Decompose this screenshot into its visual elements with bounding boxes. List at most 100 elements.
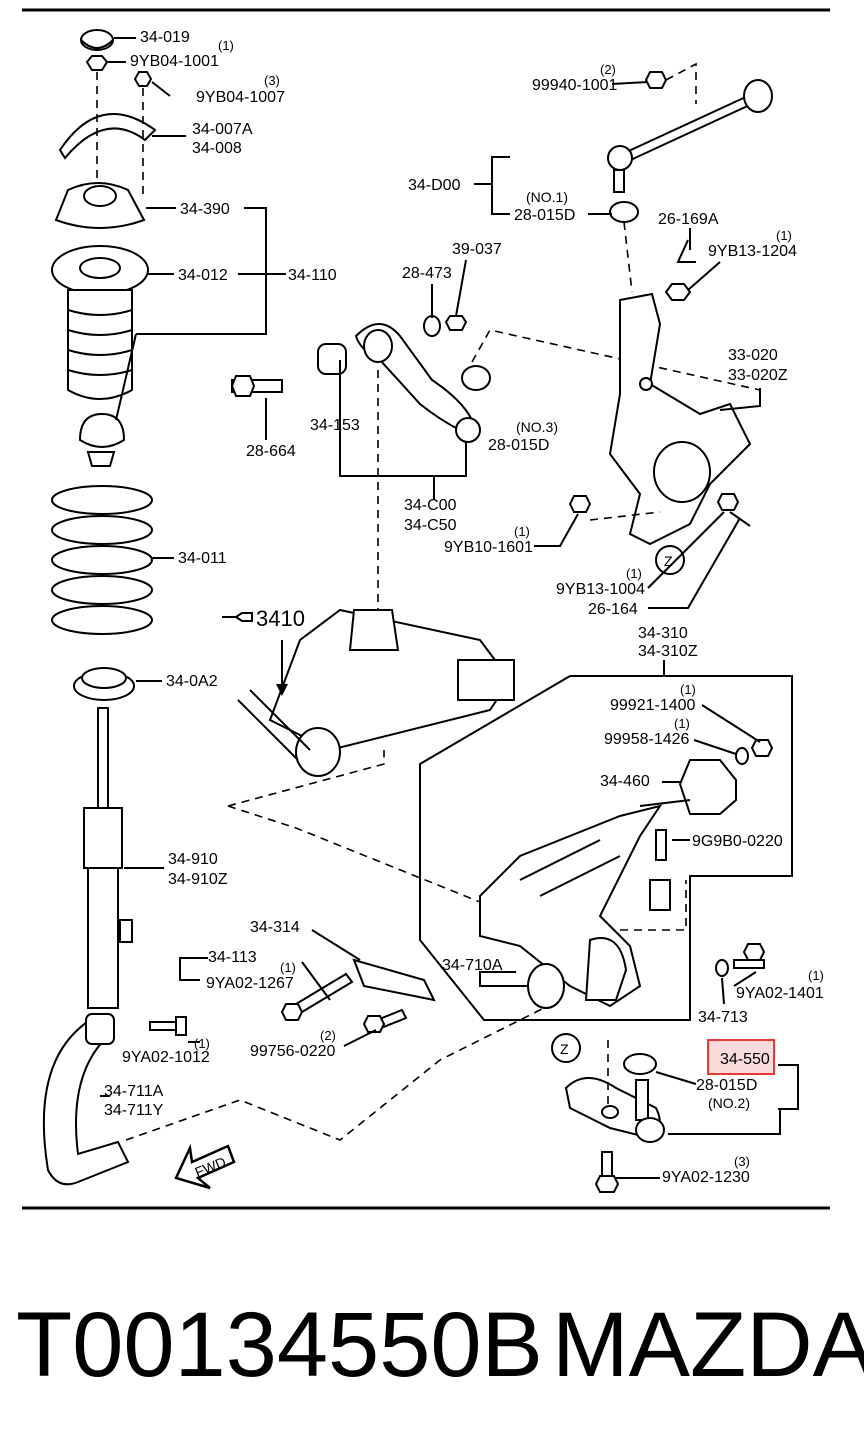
mount-34-390-center bbox=[83, 185, 117, 207]
qty-99940-1001: (2) bbox=[600, 62, 616, 77]
lower-arm-stud bbox=[639, 799, 691, 807]
ref-arrowhead bbox=[276, 684, 288, 696]
ball-joint-stud bbox=[635, 1079, 649, 1121]
clip-26-169a bbox=[676, 239, 696, 263]
bracket-9g9b0 bbox=[649, 879, 671, 911]
brand-name: MAZDA bbox=[552, 1294, 864, 1396]
plate-34-007a bbox=[58, 113, 157, 160]
label-9ya02-1267: 9YA02-1267 bbox=[206, 975, 294, 992]
boot-28-015d-no3 bbox=[461, 365, 491, 391]
lower-arm-ribs bbox=[519, 839, 621, 897]
label-34-c50: 34-C50 bbox=[404, 517, 457, 534]
qty-9ya02-1401: (1) bbox=[808, 968, 824, 983]
qty-9ya02-1012: (1) bbox=[194, 1036, 210, 1051]
boot-28-015d-no2 bbox=[623, 1053, 657, 1075]
strut-assembly bbox=[42, 29, 187, 1186]
bolt-9ya02-1230-head bbox=[594, 1175, 620, 1193]
qty-9yb10-1601: (1) bbox=[514, 524, 530, 539]
knuckle-33-020 bbox=[608, 292, 752, 546]
knuckle-hub bbox=[653, 441, 711, 503]
crossmember-stay bbox=[237, 689, 311, 761]
tie-rod bbox=[619, 94, 751, 156]
label-99756-0220: 99756-0220 bbox=[250, 1043, 336, 1060]
bushing-34-460 bbox=[678, 759, 737, 815]
label-9ya02-1012: 9YA02-1012 bbox=[122, 1049, 210, 1066]
upper-ball-joint bbox=[455, 417, 481, 443]
label-9ya02-1230: 9YA02-1230 bbox=[662, 1169, 750, 1186]
label-28-664: 28-664 bbox=[246, 443, 296, 460]
damper-body-34-910 bbox=[87, 867, 119, 1009]
damper-bracket bbox=[119, 919, 133, 943]
label-28-015d-no1: 28-015D bbox=[514, 207, 575, 224]
ball-joint-group-leader bbox=[668, 1110, 781, 1135]
bolt-9ya02-1401 bbox=[733, 959, 765, 969]
label-no3: (NO.3) bbox=[516, 419, 558, 435]
highlight-box-34-550[interactable] bbox=[707, 1039, 775, 1075]
nut-9yb04-1007 bbox=[133, 71, 153, 87]
label-34-310: 34-310 bbox=[638, 625, 688, 642]
label-28-015d-no2: 28-015D bbox=[696, 1077, 757, 1094]
label-34-460: 34-460 bbox=[600, 773, 650, 790]
crossmember-side bbox=[457, 659, 515, 701]
label-34-550[interactable]: 34-550 bbox=[720, 1051, 770, 1068]
fwd-arrow-icon bbox=[174, 1143, 236, 1190]
qty-99958-1426: (1) bbox=[674, 716, 690, 731]
lower-arm-34-310 bbox=[479, 804, 663, 1008]
label-34-d00: 34-D00 bbox=[408, 177, 461, 194]
label-z2: Z bbox=[560, 1041, 569, 1057]
insulator-34-0a2-top bbox=[81, 667, 127, 689]
ball-joint-34-550 bbox=[551, 1033, 799, 1193]
lower-arm-front-eye bbox=[584, 937, 628, 1001]
label-9ya02-1401: 9YA02-1401 bbox=[736, 985, 824, 1002]
tie-guide bbox=[665, 62, 697, 104]
boot-34-012 bbox=[67, 289, 133, 400]
label-3410: 3410 bbox=[256, 606, 305, 631]
qty-99921-1400: (1) bbox=[680, 682, 696, 697]
nut-9yb13-1004 bbox=[716, 493, 740, 511]
caption-bar: T00134550B MAZDA bbox=[0, 1290, 864, 1410]
label-33-020: 33-020 bbox=[728, 347, 778, 364]
knuckle-hole bbox=[639, 377, 653, 391]
qty-9yb04-1001: (1) bbox=[218, 38, 234, 53]
crossmember-bushing bbox=[295, 727, 341, 777]
label-9yb13-1204: 9YB13-1204 bbox=[708, 243, 797, 260]
nut-99921-1400 bbox=[750, 739, 774, 757]
bolt-9ya02-1401-head bbox=[742, 943, 766, 961]
ball-joint-group-bracket bbox=[778, 1064, 799, 1110]
ref-circle-z2 bbox=[551, 1033, 581, 1063]
bolt-99756-0220-head bbox=[362, 1015, 386, 1033]
label-34-113: 34-113 bbox=[208, 949, 257, 966]
label-34-390: 34-390 bbox=[180, 201, 230, 218]
bolt-28-664-head bbox=[230, 375, 256, 397]
bolt-9ya02-1230 bbox=[601, 1151, 613, 1177]
bushing-34-710a bbox=[527, 963, 565, 1009]
guide-c bbox=[125, 999, 561, 1141]
upper-arm-bushing-eye bbox=[363, 329, 393, 363]
label-34-153: 34-153 bbox=[310, 417, 360, 434]
label-99921-1400: 99921-1400 bbox=[610, 697, 696, 714]
bolt-9ya02-1267-head bbox=[280, 1003, 304, 1021]
coil-spring-34-011 bbox=[51, 485, 153, 635]
nut-39-037 bbox=[444, 315, 468, 331]
qty-9yb13-1204: (1) bbox=[776, 228, 792, 243]
stabilizer-bracket bbox=[280, 958, 436, 1033]
nut-99940-1001 bbox=[644, 71, 668, 89]
arm-guide bbox=[471, 329, 761, 391]
label-34-711y: 34-711Y bbox=[104, 1102, 164, 1119]
boot-guide bbox=[623, 221, 633, 293]
nut-9yb04-1001 bbox=[85, 55, 109, 71]
label-28-473: 28-473 bbox=[402, 265, 452, 282]
ref-hand-icon bbox=[222, 612, 253, 622]
label-34-019: 34-019 bbox=[140, 29, 190, 46]
label-9yb04-1001: 9YB04-1001 bbox=[130, 53, 219, 70]
bolt-9ya02-1012-head bbox=[175, 1016, 187, 1036]
washer-34-713 bbox=[715, 959, 729, 977]
qty-9yb13-1004: (1) bbox=[626, 566, 642, 581]
crossmember-bracket bbox=[348, 609, 400, 651]
label-34-910: 34-910 bbox=[168, 851, 218, 868]
steering-knuckle bbox=[568, 292, 752, 575]
knuckle-clamp bbox=[85, 1013, 115, 1045]
bracket-34-314 bbox=[352, 958, 436, 1002]
label-no2: (NO.2) bbox=[708, 1095, 750, 1111]
label-34-011: 34-011 bbox=[178, 550, 227, 567]
